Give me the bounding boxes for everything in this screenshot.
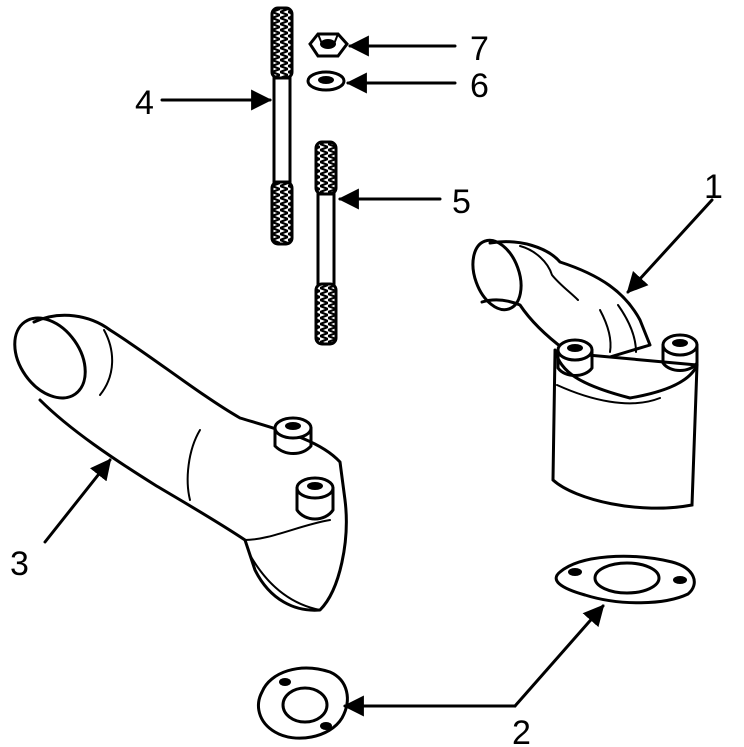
callout-6: 6 (470, 67, 489, 105)
callout-4: 4 (135, 84, 154, 122)
washer (306, 70, 346, 92)
leader-2a (513, 604, 605, 708)
stud-long (270, 6, 294, 246)
gasket-upper (554, 554, 696, 605)
callout-1: 1 (704, 168, 723, 206)
leader-3 (43, 458, 112, 544)
boss-right (661, 333, 699, 372)
callout-2: 2 (512, 714, 531, 747)
leader-1 (626, 198, 714, 294)
callout-5: 5 (452, 183, 471, 221)
boss-top (273, 416, 313, 455)
callout-7: 7 (470, 30, 489, 68)
elbow-housing (471, 238, 699, 510)
callout-3: 3 (10, 545, 29, 583)
stud-short (314, 140, 338, 346)
boss-left (556, 338, 594, 377)
pipe-housing (13, 313, 348, 612)
boss-bottom (295, 476, 335, 521)
hex-nut (308, 32, 349, 58)
gasket-lower (257, 666, 349, 740)
leader-lines (43, 35, 714, 717)
